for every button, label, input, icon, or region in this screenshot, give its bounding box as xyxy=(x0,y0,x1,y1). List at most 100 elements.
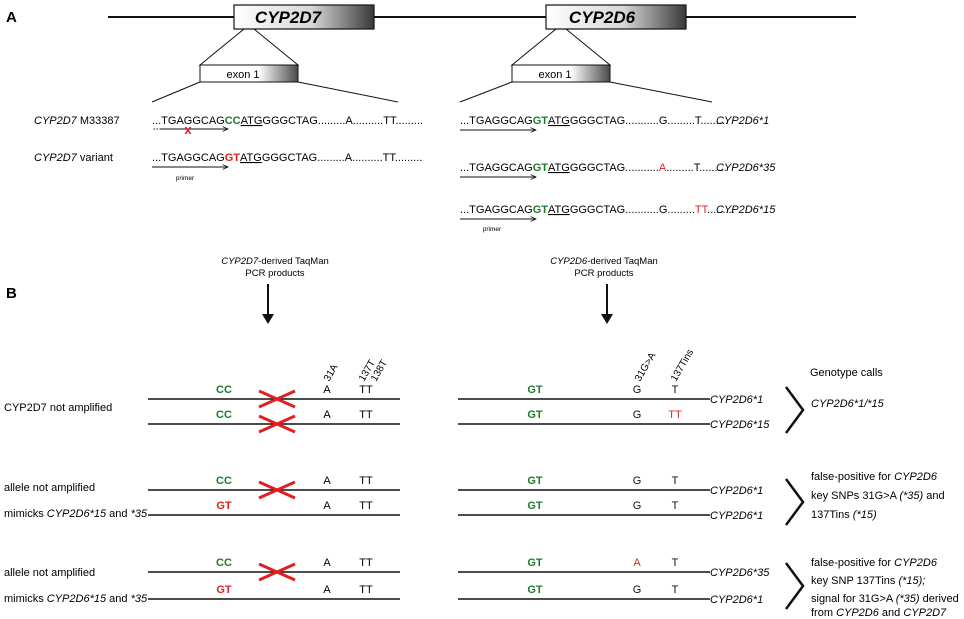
nucleotide-pair-gt: GT xyxy=(225,152,241,164)
svg-text:...TGAGGCAGGTATGGGGCTAG.......: ...TGAGGCAGGTATGGGGCTAG...........G.....… xyxy=(460,115,728,127)
nucleotide-pair: GT xyxy=(527,500,543,512)
group-label: allele not amplified xyxy=(4,482,95,494)
allele-label: CYP2D6*35 xyxy=(710,567,770,579)
primer-label-left: primer xyxy=(176,175,195,182)
svg-text:PCR products: PCR products xyxy=(574,268,633,279)
sequence-row-cyp2d6-35: ...TGAGGCAGGTATGGGGCTAG...........A.....… xyxy=(460,162,776,177)
genotype-call-line: 137Tins (*15) xyxy=(811,509,877,521)
nucleotide-pair: GT xyxy=(527,475,543,487)
chevron-bracket xyxy=(784,562,805,610)
snp-137: T xyxy=(672,475,679,487)
base-31: A xyxy=(323,384,331,396)
base-137-138: TT xyxy=(359,475,373,487)
base-137-138: TT xyxy=(359,557,373,569)
nucleotide-pair: GT xyxy=(216,584,232,596)
genotype-call-line: from CYP2D6 and CYP2D7 xyxy=(811,607,947,619)
svg-text:...TGAGGCAGGTATGGGGCTAG.......: ...TGAGGCAGGTATGGGGCTAG.........A.......… xyxy=(152,152,422,164)
svg-text:31G>A: 31G>A xyxy=(633,351,658,384)
base-137-138: TT xyxy=(359,500,373,512)
genotype-call-line: false-positive for CYP2D6 xyxy=(811,557,938,569)
sequence-row-cyp2d7-variant: CYP2D7 variant ...TGAGGCAGGTATGGGGCTAG..… xyxy=(34,152,422,182)
nucleotide-pair: GT xyxy=(527,557,543,569)
genotype-call-line: signal for 31G>A (*35) derived xyxy=(811,593,959,605)
svg-text:CYP2D6-derived TaqMan: CYP2D6-derived TaqMan xyxy=(550,256,658,267)
down-arrow-left xyxy=(262,284,274,324)
products-label-cyp2d7: CYP2D7-derived TaqMan PCR products xyxy=(221,256,329,279)
gene-box-cyp2d6 xyxy=(545,4,687,30)
gene-label-cyp2d7: CYP2D7 xyxy=(255,8,323,27)
cyp2d7-product-row: CC A TT xyxy=(148,557,400,582)
nucleotide-pair: GT xyxy=(216,500,232,512)
snp-31: G xyxy=(633,384,642,396)
base-137-138: TT xyxy=(359,384,373,396)
exon-zoom-left: exon 1 xyxy=(151,28,399,103)
sequence-row-cyp2d6-15: ...TGAGGCAGGTATGGGGCTAG...........G.....… xyxy=(460,204,776,233)
base-31: A xyxy=(323,557,331,569)
exon-box-left xyxy=(199,64,299,83)
gene-box-cyp2d7 xyxy=(233,4,375,30)
nucleotide-pair: GT xyxy=(527,409,543,421)
no-amplification-cross xyxy=(258,480,296,500)
nucleotide-pair: CC xyxy=(216,557,232,569)
sequence-row-cyp2d7-m33387: CYP2D7 M33387 ...TGAGGCAGCCATGGGGCTAG...… xyxy=(34,115,423,137)
group-label: mimicks CYP2D6*15 and *35 xyxy=(4,508,148,520)
base-31: A xyxy=(323,500,331,512)
allele-label: CYP2D6*1 xyxy=(710,510,763,522)
nucleotide-pair: GT xyxy=(527,584,543,596)
products-label-cyp2d6: CYP2D6-derived TaqMan PCR products xyxy=(550,256,658,279)
snp-137tins: TT xyxy=(695,204,709,216)
primer-mismatch-x: x xyxy=(184,122,192,137)
genotype-call-line: key SNPs 31G>A (*35) and xyxy=(811,490,945,502)
panel-label-b: B xyxy=(6,285,17,302)
no-amplification-cross xyxy=(258,389,296,409)
genotype-call-line: CYP2D6*1/*15 xyxy=(811,398,885,410)
svg-text:137Tins: 137Tins xyxy=(669,347,696,383)
panel-label-a: A xyxy=(6,9,17,26)
gene-label-cyp2d6: CYP2D6 xyxy=(569,8,636,27)
snp-137: T xyxy=(672,557,679,569)
allele-label-cyp2d6-1: CYP2D6*1 xyxy=(716,115,769,127)
allele-label: CYP2D6*15 xyxy=(710,419,770,431)
snp-31g-a: A xyxy=(659,162,667,174)
genotype-call-line: false-positive for CYP2D6 xyxy=(811,471,938,483)
cyp2d6-product-row: GT A T CYP2D6*35 xyxy=(458,557,770,579)
group-label: allele not amplified xyxy=(4,567,95,579)
chromosome-track: CYP2D7 CYP2D6 xyxy=(108,4,856,30)
genotype-call-line: key SNP 137Tins (*15); xyxy=(811,575,925,587)
snp-31: G xyxy=(633,409,642,421)
nucleotide-pair: CC xyxy=(216,384,232,396)
base-31: A xyxy=(323,584,331,596)
allele-label-cyp2d6-15: CYP2D6*15 xyxy=(716,204,776,216)
snp-137: TT xyxy=(668,409,682,421)
snp-137: T xyxy=(672,584,679,596)
sequence-row-cyp2d6-1: ...TGAGGCAGGTATGGGGCTAG...........G.....… xyxy=(460,115,769,130)
nucleotide-pair-cc: CC xyxy=(225,115,241,127)
cyp2d7-product-row: GT A TT xyxy=(148,500,400,516)
svg-text:CYP2D7-derived TaqMan: CYP2D7-derived TaqMan xyxy=(221,256,329,267)
exon-zoom-right: exon 1 xyxy=(459,28,713,103)
base-137-138: TT xyxy=(359,409,373,421)
snp-31: G xyxy=(633,500,642,512)
cyp2d7-product-row: CC A TT xyxy=(148,384,400,409)
exon-label-left: exon 1 xyxy=(226,69,259,81)
snp-31: A xyxy=(633,557,641,569)
nucleotide-pair: GT xyxy=(527,384,543,396)
snp-137: T xyxy=(672,500,679,512)
snp-31: G xyxy=(633,584,642,596)
allele-label: CYP2D6*1 xyxy=(710,594,763,606)
no-amplification-cross xyxy=(258,562,296,582)
chevron-bracket xyxy=(784,478,805,526)
primer-label-right: primer xyxy=(483,226,502,233)
position-labels: 31A 137T 138T 31G>A 137Tins xyxy=(322,347,696,383)
genotype-calls-header: Genotype calls xyxy=(810,367,883,379)
base-31: A xyxy=(323,475,331,487)
allele-label: CYP2D6*1 xyxy=(710,485,763,497)
